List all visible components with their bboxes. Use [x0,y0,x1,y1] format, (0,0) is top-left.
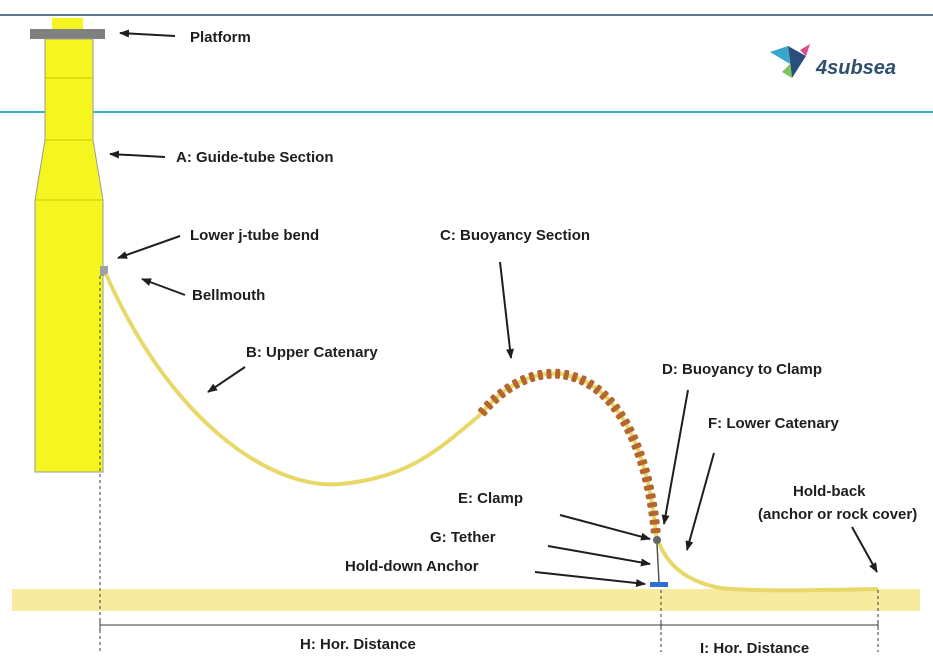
buoyancy-module [586,379,595,390]
label-tether: G: Tether [430,529,496,546]
buoyancy-module [511,378,520,389]
arrow-buoyancy-to-clamp [661,389,689,525]
buoyancy-module [648,510,659,517]
buoyancy-module [634,450,645,458]
buoyancy-module [645,493,656,500]
label-platform: Platform [190,29,251,46]
buoyancy-modules [477,368,661,534]
arrow-hold-back [851,526,878,573]
buoyancy-module [647,501,658,508]
platform-tower [30,18,108,473]
buoyancy-module [610,403,621,413]
logo-text: 4subsea [815,57,896,79]
cable-lower-catenary [654,534,879,593]
label-hor-distance-h: H: Hor. Distance [300,636,416,653]
buoyancy-module [599,390,609,400]
buoyancy-module [641,475,653,483]
cable-buoyancy-section [478,371,658,536]
buoyancy-module [620,418,631,427]
buoyancy-module [571,372,579,383]
buoyancy-module [554,368,561,379]
buoyancy-module [519,374,528,386]
buoyancy-module [563,369,570,381]
label-guide-tube-section: A: Guide-tube Section [176,149,334,166]
label-lower-catenary: F: Lower Catenary [708,415,840,432]
buoyancy-module [639,467,650,475]
label-clamp: E: Clamp [458,490,523,507]
arrow-guide-tube [109,150,166,159]
label-hor-distance-i: I: Hor. Distance [700,640,809,657]
buoyancy-module [637,459,648,467]
arrow-bellmouth [141,278,186,296]
logo-mark-icon [770,44,810,78]
buoyancy-module [546,368,552,379]
buoyancy-module [624,426,635,435]
buoyancy-module [593,384,602,395]
label-lower-jtube-bend: Lower j-tube bend [190,227,319,244]
buoyancy-module [504,383,513,394]
tether [656,543,660,583]
arrow-platform [119,29,176,38]
arrow-hold-down-anchor [534,571,646,588]
label-hold-back-line2: (anchor or rock cover) [758,506,917,523]
arrow-buoyancy-section [499,261,514,359]
label-upper-catenary: B: Upper Catenary [246,344,378,361]
buoyancy-module [528,371,536,383]
label-hold-back-line1: Hold-back [793,483,866,500]
bellmouth-marker [100,266,108,276]
buoyancy-module [605,396,615,407]
buoyancy-module [490,394,500,404]
label-hold-down-anchor: Hold-down Anchor [345,558,479,575]
clamp [653,536,661,544]
buoyancy-module [649,519,660,525]
buoyancy-module [497,388,506,399]
company-logo: 4subsea [770,44,896,79]
cable-upper-catenary [104,273,482,487]
label-buoyancy-to-clamp: D: Buoyancy to Clamp [662,361,822,378]
label-bellmouth: Bellmouth [192,287,265,304]
arrow-upper-catenary [207,366,246,393]
buoyancy-module [650,527,661,534]
buoyancy-module [537,369,544,381]
buoyancy-module [477,407,488,417]
buoyancy-module [628,434,639,442]
buoyancy-module [643,484,655,491]
label-buoyancy-section: C: Buoyancy Section [440,227,590,244]
arrow-lower-catenary [685,452,715,551]
buoyancy-module [631,442,642,450]
arrow-clamp [559,514,651,541]
buoyancy-module [578,375,587,386]
buoyancy-module [615,410,626,420]
seabed [12,589,920,611]
arrow-lower-jtube-bend [117,235,181,259]
hold-down-anchor [650,582,668,587]
buoyancy-module [483,400,494,410]
arrow-tether [547,545,651,567]
